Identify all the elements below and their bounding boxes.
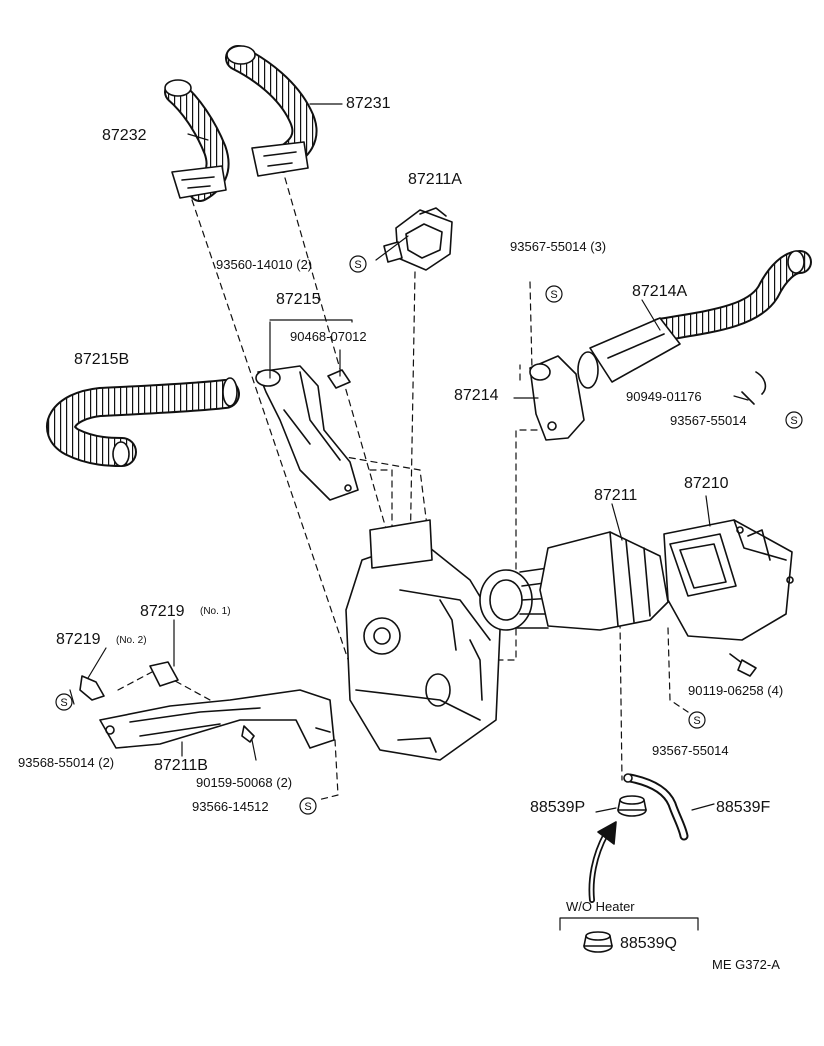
label-93567-55014-3[interactable]: 93567-55014 (3) xyxy=(510,239,607,254)
heater-unit xyxy=(345,519,501,761)
wo-heater-bracket xyxy=(559,917,699,931)
label-90468-07012[interactable]: 90468-07012 xyxy=(290,329,367,344)
s-markers xyxy=(55,255,803,815)
label-93566-14512[interactable]: 93566-14512 xyxy=(192,799,269,814)
arrow-to-88539P xyxy=(588,821,617,903)
label-88539P[interactable]: 88539P xyxy=(530,799,586,816)
label-87211[interactable]: 87211 xyxy=(594,487,638,504)
label-90119-06258[interactable]: 90119-06258 (4) xyxy=(688,683,784,698)
s-mark: S xyxy=(354,259,361,271)
label-90949-01176[interactable]: 90949-01176 xyxy=(626,389,702,404)
label-88539Q[interactable]: 88539Q xyxy=(620,935,677,952)
hose-87215B xyxy=(46,377,240,467)
part-87215-duct xyxy=(255,365,359,501)
label-87211B[interactable]: 87211B xyxy=(154,757,208,774)
label-87232[interactable]: 87232 xyxy=(102,127,147,144)
grommet-88539P xyxy=(617,795,647,817)
label-88539F[interactable]: 88539F xyxy=(716,799,771,816)
label-no1: (No. 1) xyxy=(200,606,231,617)
s-mark: S xyxy=(693,715,700,727)
hose-87231 xyxy=(225,45,318,177)
s-mark: S xyxy=(60,697,67,709)
clip-87219-no2 xyxy=(79,675,105,701)
part-87211B-duct xyxy=(99,689,335,749)
part-87211A xyxy=(383,207,453,271)
part-87210-case xyxy=(663,519,794,641)
label-87219-no1[interactable]: 87219 xyxy=(140,603,185,620)
label-no2: (No. 2) xyxy=(116,635,147,646)
hose-87232 xyxy=(164,79,230,202)
label-90159-50068[interactable]: 90159-50068 (2) xyxy=(196,775,293,790)
hose-88539F xyxy=(623,773,689,841)
screw-90949-01176 xyxy=(741,371,767,405)
part-87214 xyxy=(529,355,585,441)
label-93567-55014-b[interactable]: 93567-55014 xyxy=(670,413,747,428)
bolt-90119-06258 xyxy=(729,653,757,677)
label-wo-heater: W/O Heater xyxy=(566,899,635,914)
diagram-code: ME G372-A xyxy=(712,957,780,972)
screw-90159-50068 xyxy=(241,725,255,743)
label-87210[interactable]: 87210 xyxy=(684,475,729,492)
label-87215[interactable]: 87215 xyxy=(276,291,321,308)
s-mark: S xyxy=(304,801,311,813)
clip-87219-no1 xyxy=(149,661,179,687)
label-87231[interactable]: 87231 xyxy=(346,95,391,112)
label-93568-55014[interactable]: 93568-55014 (2) xyxy=(18,755,115,770)
label-87214[interactable]: 87214 xyxy=(454,387,499,404)
label-leaders xyxy=(69,103,749,813)
label-93560-14010[interactable]: 93560-14010 (2) xyxy=(216,257,313,272)
part-87211-duct xyxy=(479,531,669,631)
label-87211A[interactable]: 87211A xyxy=(408,171,462,188)
s-mark: S xyxy=(790,415,797,427)
s-mark: S xyxy=(550,289,557,301)
label-87214A[interactable]: 87214A xyxy=(632,283,688,300)
hose-87214A xyxy=(577,250,812,389)
grommet-88539Q xyxy=(583,931,613,953)
label-93567-55014-c[interactable]: 93567-55014 xyxy=(652,743,729,758)
clip-90468-07012 xyxy=(327,369,351,389)
label-87215B[interactable]: 87215B xyxy=(74,351,130,368)
label-87219-no2[interactable]: 87219 xyxy=(56,631,101,648)
